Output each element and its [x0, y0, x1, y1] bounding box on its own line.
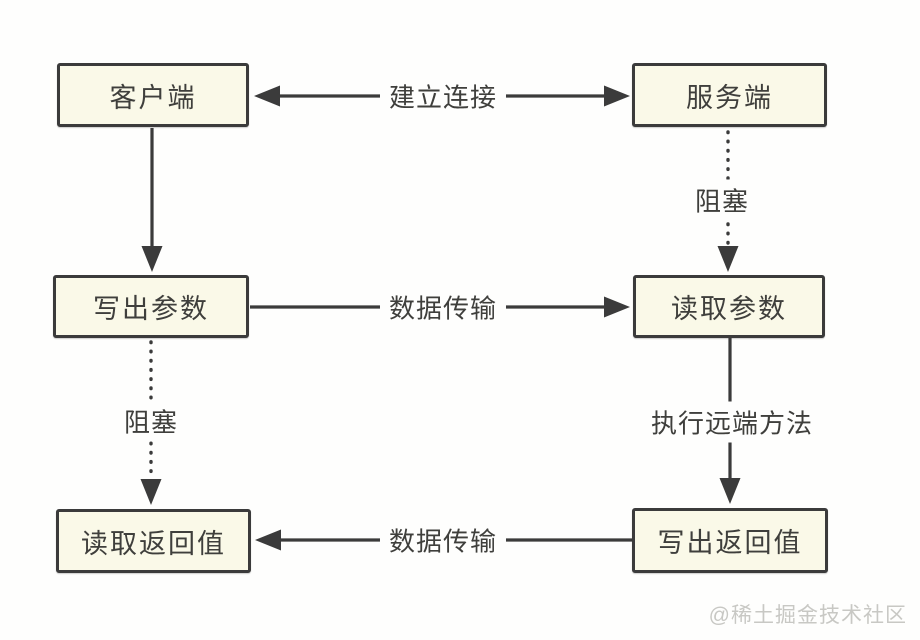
node-read-return: 读取返回值	[56, 509, 251, 573]
watermark: @稀土掘金技术社区	[708, 604, 907, 627]
edge-client-block	[140, 340, 162, 505]
arrowhead-left-icon	[255, 529, 281, 551]
edge-label-data-transfer-request: 数据传输	[379, 286, 507, 328]
edge-label-client-block: 阻塞	[114, 400, 188, 442]
node-read-params: 读取参数	[633, 275, 825, 338]
arrowhead-down-icon	[717, 246, 739, 272]
node-write-params: 写出参数	[53, 275, 249, 338]
arrowhead-down-icon	[140, 479, 162, 505]
edge-client-to-write-params	[141, 128, 163, 272]
edge-label-execute-remote-method: 执行远端方法	[641, 401, 823, 443]
node-write-return: 写出返回值	[632, 508, 828, 573]
node-server: 服务端	[632, 63, 827, 127]
arrowhead-right-icon	[604, 85, 630, 107]
node-client: 客户端	[57, 63, 249, 127]
edge-label-data-transfer-response: 数据传输	[379, 519, 507, 561]
arrowhead-down-icon	[141, 246, 163, 272]
arrowhead-down-icon	[719, 478, 741, 504]
arrowhead-left-icon	[254, 85, 280, 107]
edge-label-establish-connection: 建立连接	[379, 75, 507, 117]
edge-label-server-block: 阻塞	[685, 179, 759, 221]
arrowhead-right-icon	[604, 296, 630, 318]
